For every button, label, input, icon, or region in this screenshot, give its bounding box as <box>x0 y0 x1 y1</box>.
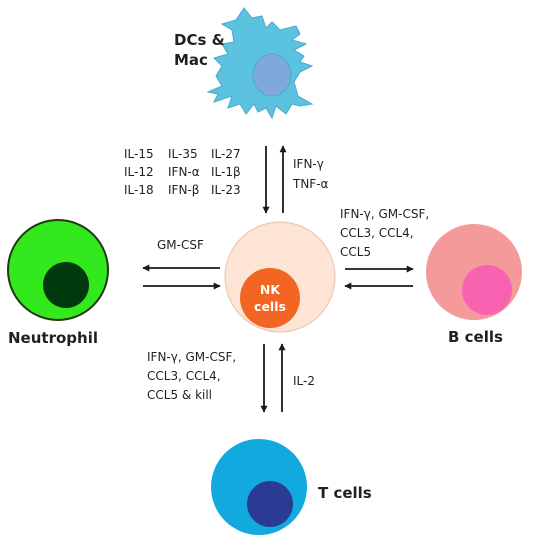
nk-to-dc-signal: TNF-α <box>292 177 329 191</box>
nk-label-line2: cells <box>254 299 286 314</box>
cytokine-label: IL-23 <box>211 183 241 197</box>
cytokine-label: IFN-α <box>168 165 200 179</box>
b-cell <box>426 224 522 320</box>
dc-macrophage-cell <box>206 7 314 120</box>
dc-to-nk-cytokines: IL-15 IL-35 IL-27 IL-12 IFN-α IL-1β IL-1… <box>124 147 241 197</box>
neutrophil-nucleus <box>43 262 89 308</box>
nk-label-line1: NK <box>260 282 281 297</box>
cytokine-label: IL-27 <box>211 147 241 161</box>
b-cell-signal: CCL5 <box>340 245 371 259</box>
neutrophil-signal: GM-CSF <box>157 238 204 252</box>
neutrophil-label: Neutrophil <box>8 329 98 347</box>
t-cell-signal: CCL5 & kill <box>147 388 212 402</box>
t-cell-to-nk-signal: IL-2 <box>293 374 315 388</box>
cytokine-label: IL-35 <box>168 147 198 161</box>
nk-to-dc-signal: IFN-γ <box>293 157 324 171</box>
t-cell-signal: IFN-γ, GM-CSF, <box>147 350 236 364</box>
b-cell-label: B cells <box>448 328 503 346</box>
dc-nucleus <box>252 53 292 97</box>
dc-label-line2: Mac <box>174 51 208 69</box>
cytokine-label: IL-12 <box>124 165 154 179</box>
t-cell-label: T cells <box>318 484 372 502</box>
neutrophil-cell <box>7 219 109 321</box>
cytokine-label: IFN-β <box>168 183 199 197</box>
b-cell-signal: CCL3, CCL4, <box>340 226 414 240</box>
b-cell-nucleus <box>462 265 512 315</box>
t-cell-signal: CCL3, CCL4, <box>147 369 221 383</box>
nk-cell <box>224 221 336 333</box>
cytokine-label: IL-15 <box>124 147 154 161</box>
cytokine-label: IL-1β <box>211 165 241 179</box>
cytokine-label: IL-18 <box>124 183 154 197</box>
nk-cell-nucleus <box>240 268 300 328</box>
b-cell-signal: IFN-γ, GM-CSF, <box>340 207 429 221</box>
dc-label-line1: DCs & <box>174 31 225 49</box>
t-cell <box>211 439 307 535</box>
t-cell-nucleus <box>247 481 293 527</box>
